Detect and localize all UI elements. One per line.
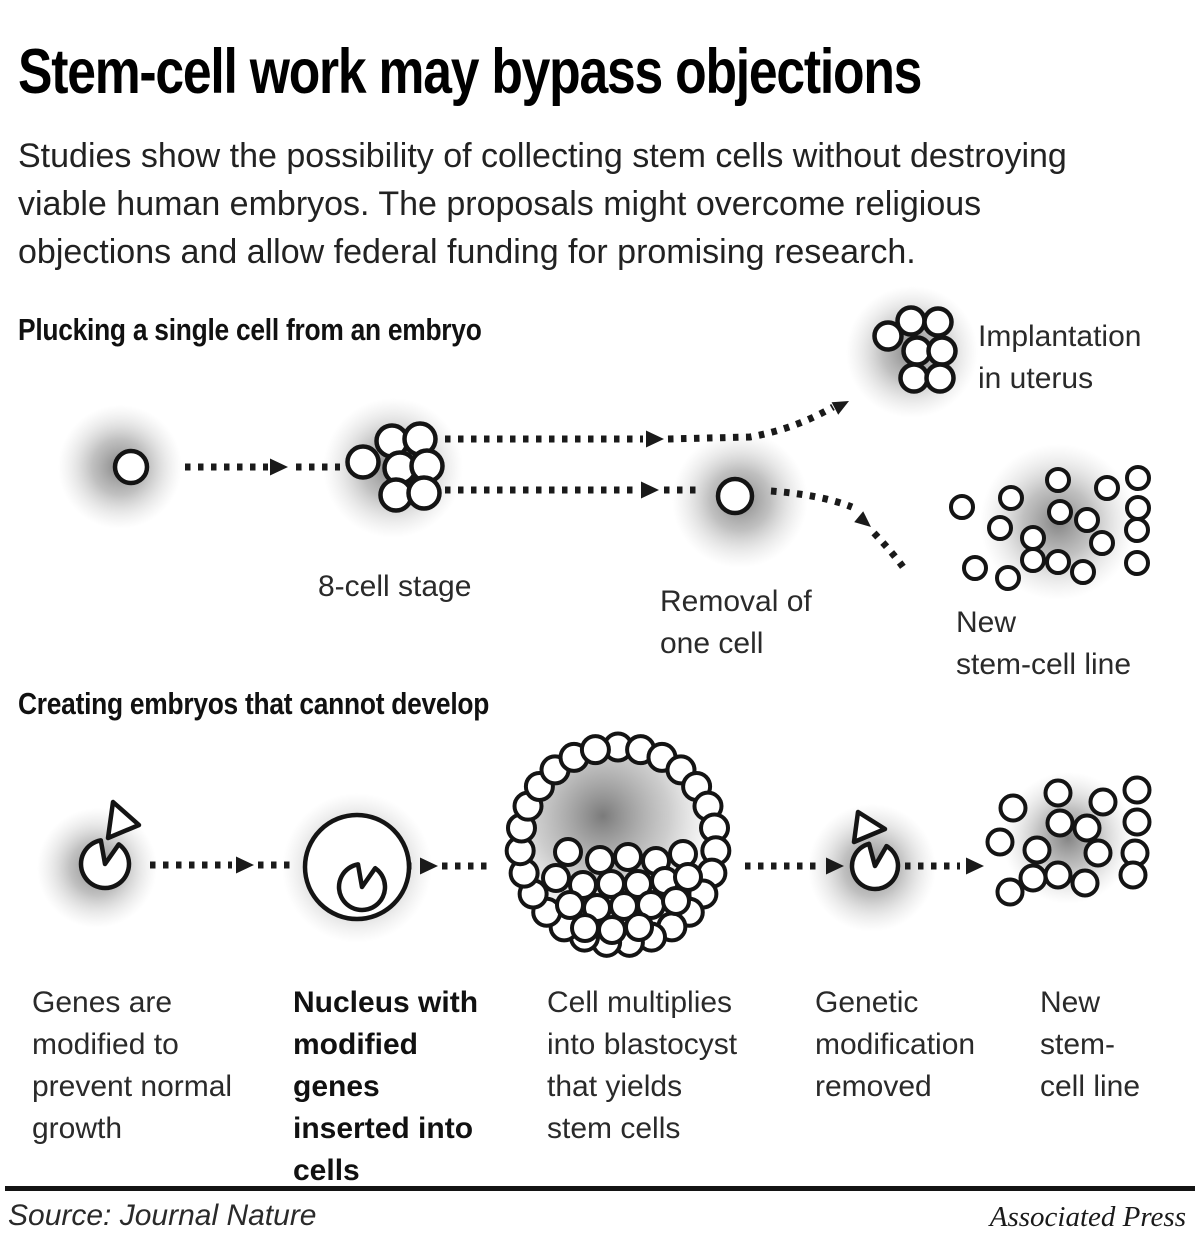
label-new-stem-cell-line-1: New stem-cell line: [956, 606, 1132, 681]
label-removal-of-one-cell: Removal of one cell: [660, 585, 812, 660]
new-stem-cell-line-icon: [985, 775, 1152, 907]
gene-restored-cell-icon: [849, 841, 901, 892]
inner-stem-cells-icon: [541, 837, 703, 945]
blastocyst-icon: [504, 731, 732, 958]
label-new-stem-cell-line-2: New stem- cell line: [1040, 986, 1141, 1103]
source-credit: Source: Journal Nature: [8, 1199, 317, 1232]
label-nucleus-inserted: Nucleus with modified genes inserted int…: [293, 986, 479, 1187]
single-cell-icon: [112, 448, 150, 486]
label-implantation-in-uterus: Implantation in uterus: [978, 320, 1142, 395]
label-eight-cell-stage: 8-cell stage: [318, 570, 472, 603]
section1-heading: Plucking a single cell from an embryo: [18, 312, 482, 347]
label-genes-modified: Genes are modified to prevent normal gro…: [32, 986, 233, 1145]
implanted-embryo-icon: [872, 305, 958, 394]
agency-credit: Associated Press: [989, 1201, 1186, 1233]
page-title: Stem-cell work may bypass objections: [18, 37, 922, 107]
gene-modified-cell-icon: [78, 838, 132, 891]
eight-cell-cluster-icon: [345, 421, 445, 513]
section2-heading: Creating embryos that cannot develop: [18, 686, 490, 721]
label-modification-removed: Genetic modification removed: [815, 986, 976, 1103]
removed-cell-icon: [715, 476, 755, 516]
intro-paragraph: Studies show the possibility of collecti…: [18, 137, 1067, 271]
removed-gene-wedge-icon: [105, 799, 142, 841]
stem-cell-cluster-icon: [949, 465, 1151, 591]
label-cell-multiplies: Cell multiplies into blastocyst that yie…: [547, 986, 738, 1145]
removed-modification-wedge-icon: [851, 809, 888, 845]
footer-divider: [5, 1186, 1195, 1191]
modified-nucleus-icon: [336, 862, 388, 913]
arrowhead-icons: [236, 401, 984, 875]
